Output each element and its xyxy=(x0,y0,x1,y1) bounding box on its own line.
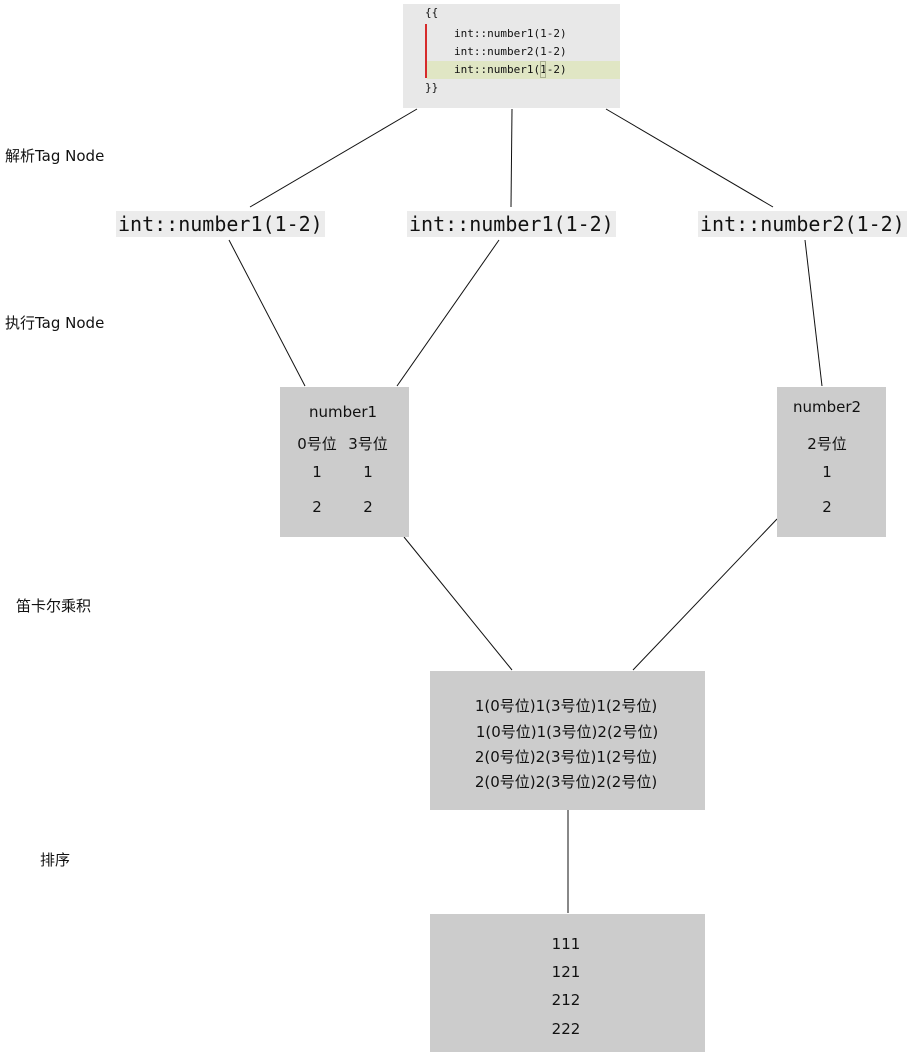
code-line-2: int::number2(1-2) xyxy=(454,45,567,58)
cartesian-row: 1(0号位)1(3号位)2(2号位) xyxy=(475,723,659,741)
code-snippet: {{ int::number1(1-2) int::number2(1-2) i… xyxy=(403,4,620,108)
tag-node-3: int::number2(1-2) xyxy=(698,211,907,237)
cartesian-row: 1(0号位)1(3号位)1(2号位) xyxy=(474,697,658,715)
code-line-1: int::number1(1-2) xyxy=(454,27,567,40)
sorted-result-box: 111 121 212 222 xyxy=(430,914,705,1052)
edge-code-to-tag1 xyxy=(249,108,418,208)
text-cursor xyxy=(540,61,546,78)
number1-box: number1 0号位 3号位 1 1 2 2 xyxy=(280,387,409,537)
number2-cell: 2 xyxy=(822,498,832,516)
stage-label-cartesian: 笛卡尔乘积 xyxy=(16,597,92,615)
edge-tag1-to-number1 xyxy=(228,239,306,387)
sorted-row: 121 xyxy=(551,963,581,981)
number1-title: number1 xyxy=(308,403,378,421)
number1-cell: 2 xyxy=(363,498,373,516)
code-close-brace: }} xyxy=(425,81,439,94)
tag-node-1: int::number1(1-2) xyxy=(116,211,325,237)
code-open-brace: {{ xyxy=(425,6,439,19)
number2-header: 2号位 xyxy=(807,435,847,453)
sorted-row: 222 xyxy=(551,1020,581,1038)
stage-label-parse: 解析Tag Node xyxy=(5,147,105,165)
number2-cell: 1 xyxy=(822,463,832,481)
number1-cell: 2 xyxy=(312,498,322,516)
number1-cell: 1 xyxy=(312,463,322,481)
edge-number2-to-cartesian xyxy=(632,518,778,671)
sorted-row: 212 xyxy=(551,991,581,1009)
cartesian-row: 2(0号位)2(3号位)2(2号位) xyxy=(474,773,658,791)
edge-code-to-tag3 xyxy=(605,108,774,208)
edge-code-to-tag2 xyxy=(510,108,513,208)
cartesian-product-box: 1(0号位)1(3号位)1(2号位) 1(0号位)1(3号位)2(2号位) 2(… xyxy=(430,671,705,810)
stage-label-execute: 执行Tag Node xyxy=(5,314,105,332)
sorted-row: 111 xyxy=(551,935,581,953)
cartesian-row: 2(0号位)2(3号位)1(2号位) xyxy=(474,748,658,766)
number1-header-0: 0号位 xyxy=(297,435,337,453)
edge-number1-to-cartesian xyxy=(403,536,513,671)
tag-node-2: int::number1(1-2) xyxy=(407,211,616,237)
stage-label-sort: 排序 xyxy=(40,851,71,869)
code-line-highlight xyxy=(427,61,620,79)
code-gutter-marker xyxy=(425,24,427,78)
number2-box: number2 2号位 1 2 xyxy=(777,387,886,537)
number1-cell: 1 xyxy=(363,463,373,481)
edge-tag3-to-number2 xyxy=(804,239,823,387)
code-line-3: int::number1(1-2) xyxy=(454,63,567,76)
number2-title: number2 xyxy=(792,398,862,416)
number1-header-1: 3号位 xyxy=(348,435,388,453)
edge-tag2-to-number1 xyxy=(396,239,500,387)
